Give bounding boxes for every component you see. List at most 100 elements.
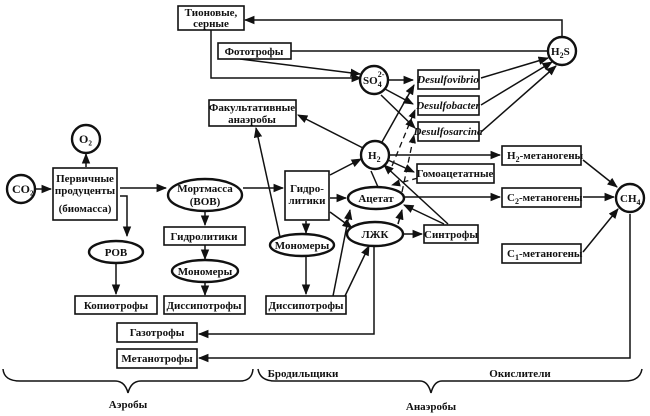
edge-desulfobacter-h2s <box>480 61 553 106</box>
node-c2-methanogens: C2-метаногены <box>501 187 583 208</box>
homoacetates-label: Гомоацетатные <box>417 168 494 180</box>
edge-syntrophs-acetate <box>403 204 445 225</box>
thionic-line1: Тионовые, <box>185 7 238 19</box>
c1-methanogens-label: C1-метаногены <box>507 248 583 262</box>
edge-desulfovibrio-h2s <box>480 56 550 79</box>
node-primary-producers: Первичные продуценты (биомасса) <box>52 167 118 221</box>
node-desulfosarcina: Desulfosarcina <box>412 121 483 142</box>
hydrogen-label: H2 <box>368 150 381 164</box>
node-hydrolytics-anaerobic: Гидро- литики <box>284 170 330 221</box>
primary-producers-line1: Первичные <box>56 173 114 185</box>
edge-h2s-thionic <box>243 15 563 38</box>
edge-hydrolytics-h2 <box>329 158 362 176</box>
monomers-aerobic-label: Мономеры <box>178 266 233 278</box>
edge-dissipotrophs-acetate <box>332 208 353 297</box>
primary-producers-line3: (биомасса) <box>59 203 112 215</box>
copiotrophs-label: Копиотрофы <box>84 300 149 312</box>
edge-h2methanogens-ch4 <box>582 159 618 188</box>
node-dissipotrophs-anaerobic: Диссипотрофы <box>265 295 347 315</box>
vfa-label: ЛЖК <box>361 229 388 241</box>
mortmass-line2: (ВОВ) <box>190 196 221 208</box>
phototrophs-label: Фототрофы <box>225 46 284 58</box>
methanotrophs-label: Метанотрофы <box>121 353 193 365</box>
node-monomers-aerobic: Мономеры <box>170 258 240 284</box>
edge-syntrophs-h2 <box>383 164 449 225</box>
node-rov: РОВ <box>87 239 145 265</box>
label-oxidizers: Окислители <box>489 368 551 380</box>
hydrolytics-anaerobic-line1: Гидро- <box>290 183 324 195</box>
desulfobacter-label: Desulfobacter <box>415 100 480 112</box>
brace-aerobes <box>2 368 254 394</box>
node-h2-methanogens: H2-метаногены <box>501 145 584 166</box>
edge-dissipotrophs-vfa <box>344 245 370 297</box>
node-hydrogen: H2 <box>359 139 391 171</box>
mortmass-line1: Мортмасса <box>177 183 233 195</box>
hydrolytics-anaerobic-line2: литики <box>289 195 327 207</box>
node-monomers-anaerobic: Мономеры <box>268 232 336 258</box>
node-o2: O₂ <box>70 123 102 155</box>
edge-acetate-desulfobacter <box>391 109 416 167</box>
methane-label: CH4 <box>620 193 641 207</box>
node-c1-methanogens: C1-метаногены <box>501 243 583 264</box>
node-thionic-sulfur: Тионовые, серные <box>177 5 245 31</box>
gasotrophs-label: Газотрофы <box>130 327 185 339</box>
node-desulfovibrio: Desulfovibrio <box>416 69 480 90</box>
acetate-label: Ацетат <box>358 193 394 205</box>
node-acetate: Ацетат <box>346 185 406 211</box>
desulfosarcina-label: Desulfosarcina <box>412 126 483 138</box>
label-anaerobes: Анаэробы <box>406 401 457 413</box>
node-homoacetates: Гомоацетатные <box>416 163 495 184</box>
monomers-anaerobic-label: Мономеры <box>275 240 330 252</box>
h2-methanogens-label: H2-метаногены <box>507 150 584 164</box>
dissipotrophs-anaerobic-label: Диссипотрофы <box>268 300 343 312</box>
edge-so4-desulfobacter <box>384 88 414 105</box>
syntrophs-label: Синтрофы <box>424 229 478 241</box>
node-facultative-anaerobes: Факультативные анаэробы <box>208 99 297 127</box>
edge-so4-desulfosarcina <box>380 94 416 129</box>
node-hydrogen-sulfide: H2S <box>546 35 578 67</box>
edge-h2-facultative <box>297 114 364 149</box>
edge-vfa-acetate <box>395 208 404 225</box>
edge-vfa-gasotrophs <box>197 247 375 339</box>
edge-acetate-h2 <box>370 170 379 188</box>
connectors <box>36 15 631 363</box>
c2-methanogens-label: C2-метаногены <box>507 192 583 206</box>
node-methanotrophs: Метанотрофы <box>116 348 198 369</box>
node-dissipotrophs-aerobic: Диссипотрофы <box>163 295 246 315</box>
co2-label: CO₂ <box>12 182 34 196</box>
label-fermenters: Бродильщики <box>268 368 339 380</box>
hydrogen-sulfide-label: H2S <box>551 46 570 60</box>
edge-producers-rov <box>120 195 132 238</box>
node-co2: CO₂ <box>5 173 37 205</box>
facultative-line2: анаэробы <box>228 114 276 126</box>
edge-hydrolytics-vfa <box>329 211 353 229</box>
node-phototrophs: Фототрофы <box>217 42 292 60</box>
node-methane: CH4 <box>614 182 646 214</box>
edge-c1methanogens-ch4 <box>582 208 619 253</box>
edge-h2-desulfovibrio <box>381 84 415 143</box>
node-sulfate: SO42- <box>358 64 390 96</box>
desulfovibrio-label: Desulfovibrio <box>416 74 479 86</box>
node-hydrolytics-aerobic: Гидролитики <box>163 226 246 246</box>
group-braces: Аэробы Анаэробы Бродильщики Окислители <box>2 368 643 413</box>
facultative-line1: Факультативные <box>209 102 295 114</box>
label-aerobes: Аэробы <box>109 399 148 411</box>
edge-thionic-so4 <box>210 30 363 83</box>
node-desulfobacter: Desulfobacter <box>415 95 480 116</box>
hydrolytics-aerobic-label: Гидролитики <box>171 231 239 243</box>
node-vfa: ЛЖК <box>345 220 405 248</box>
edge-ch4-methanotrophs <box>197 214 631 363</box>
edge-phototrophs-so4 <box>239 58 362 77</box>
node-syntrophs: Синтрофы <box>423 224 479 244</box>
node-copiotrophs: Копиотрофы <box>74 295 158 315</box>
dissipotrophs-aerobic-label: Диссипотрофы <box>166 300 241 312</box>
brace-anaerobes <box>257 368 643 394</box>
thionic-line2: серные <box>193 18 229 30</box>
node-gasotrophs: Газотрофы <box>116 322 198 343</box>
edge-homoacetates-acetate <box>391 177 419 187</box>
sulfate-label: SO42- <box>363 70 385 89</box>
rov-label: РОВ <box>105 247 128 259</box>
edge-monomers-facultative <box>253 126 281 238</box>
edge-h2-homoacetates <box>387 159 415 173</box>
